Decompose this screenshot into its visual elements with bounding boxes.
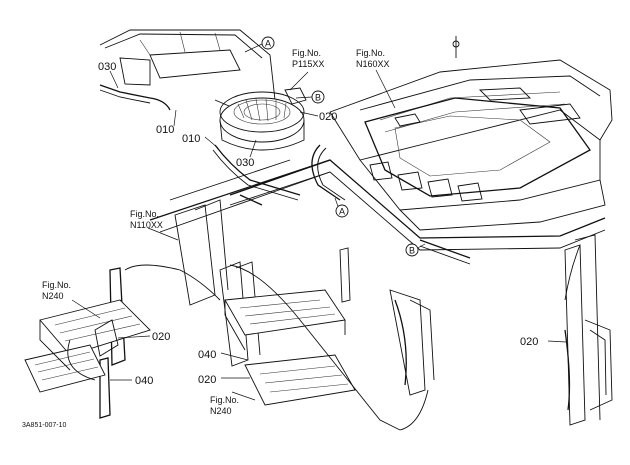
center-post-assembly [219, 247, 435, 406]
part-label-010-a: 010 [156, 124, 174, 136]
ref-circle-b-mid [405, 243, 419, 257]
part-labels: 030 010 010 030 020 020 040 040 020 020 [98, 61, 538, 387]
fig-ref-n160-title: Fig.No. [356, 48, 385, 58]
figure-references: Fig.No. P115XX Fig.No. N160XX Fig.No. N1… [42, 48, 390, 416]
fig-ref-p115-code: P115XX [292, 59, 324, 69]
part-label-040-left: 040 [135, 375, 153, 387]
fig-ref-n240-mid-title: Fig.No. [210, 395, 239, 405]
fig-ref-n110-title: Fig.No. [130, 209, 159, 219]
fig-ref-p115-title: Fig.No. [292, 48, 321, 58]
part-label-020-top: 020 [319, 111, 337, 123]
ref-b-top: B [315, 93, 321, 103]
fig-ref-n240-left-code: N240 [42, 291, 64, 301]
part-label-020-right: 020 [520, 336, 538, 348]
leader-lines [71, 43, 567, 401]
fig-ref-n110-code: N110XX [130, 220, 163, 230]
roof-frame [149, 36, 613, 251]
fig-ref-n160-code: N160XX [356, 59, 390, 69]
heater-blower-unit [99, 29, 307, 151]
ref-a-mid: A [339, 207, 345, 217]
ref-circle-b-top [311, 90, 325, 104]
drawing-code: 3A851-007-10 [22, 422, 66, 429]
ref-b-mid: B [409, 246, 415, 256]
right-pillar [564, 234, 613, 426]
ref-circle-a-mid [335, 204, 349, 218]
fig-ref-n240-left-title: Fig.No. [42, 280, 71, 290]
ref-a-top: A [265, 39, 271, 49]
part-label-040-mid: 040 [198, 349, 216, 361]
part-label-020-left: 020 [152, 331, 170, 343]
part-label-020-mid: 020 [198, 374, 216, 386]
left-pillar-assembly [24, 199, 229, 419]
ref-circle-a-top [261, 36, 275, 50]
part-label-030-top: 030 [98, 61, 116, 73]
part-label-030-mid: 030 [236, 157, 254, 169]
hoses [67, 84, 581, 431]
part-label-010-b: 010 [182, 133, 200, 145]
reference-callouts: A B A B [261, 36, 419, 257]
fig-ref-n240-mid-code: N240 [210, 406, 232, 416]
